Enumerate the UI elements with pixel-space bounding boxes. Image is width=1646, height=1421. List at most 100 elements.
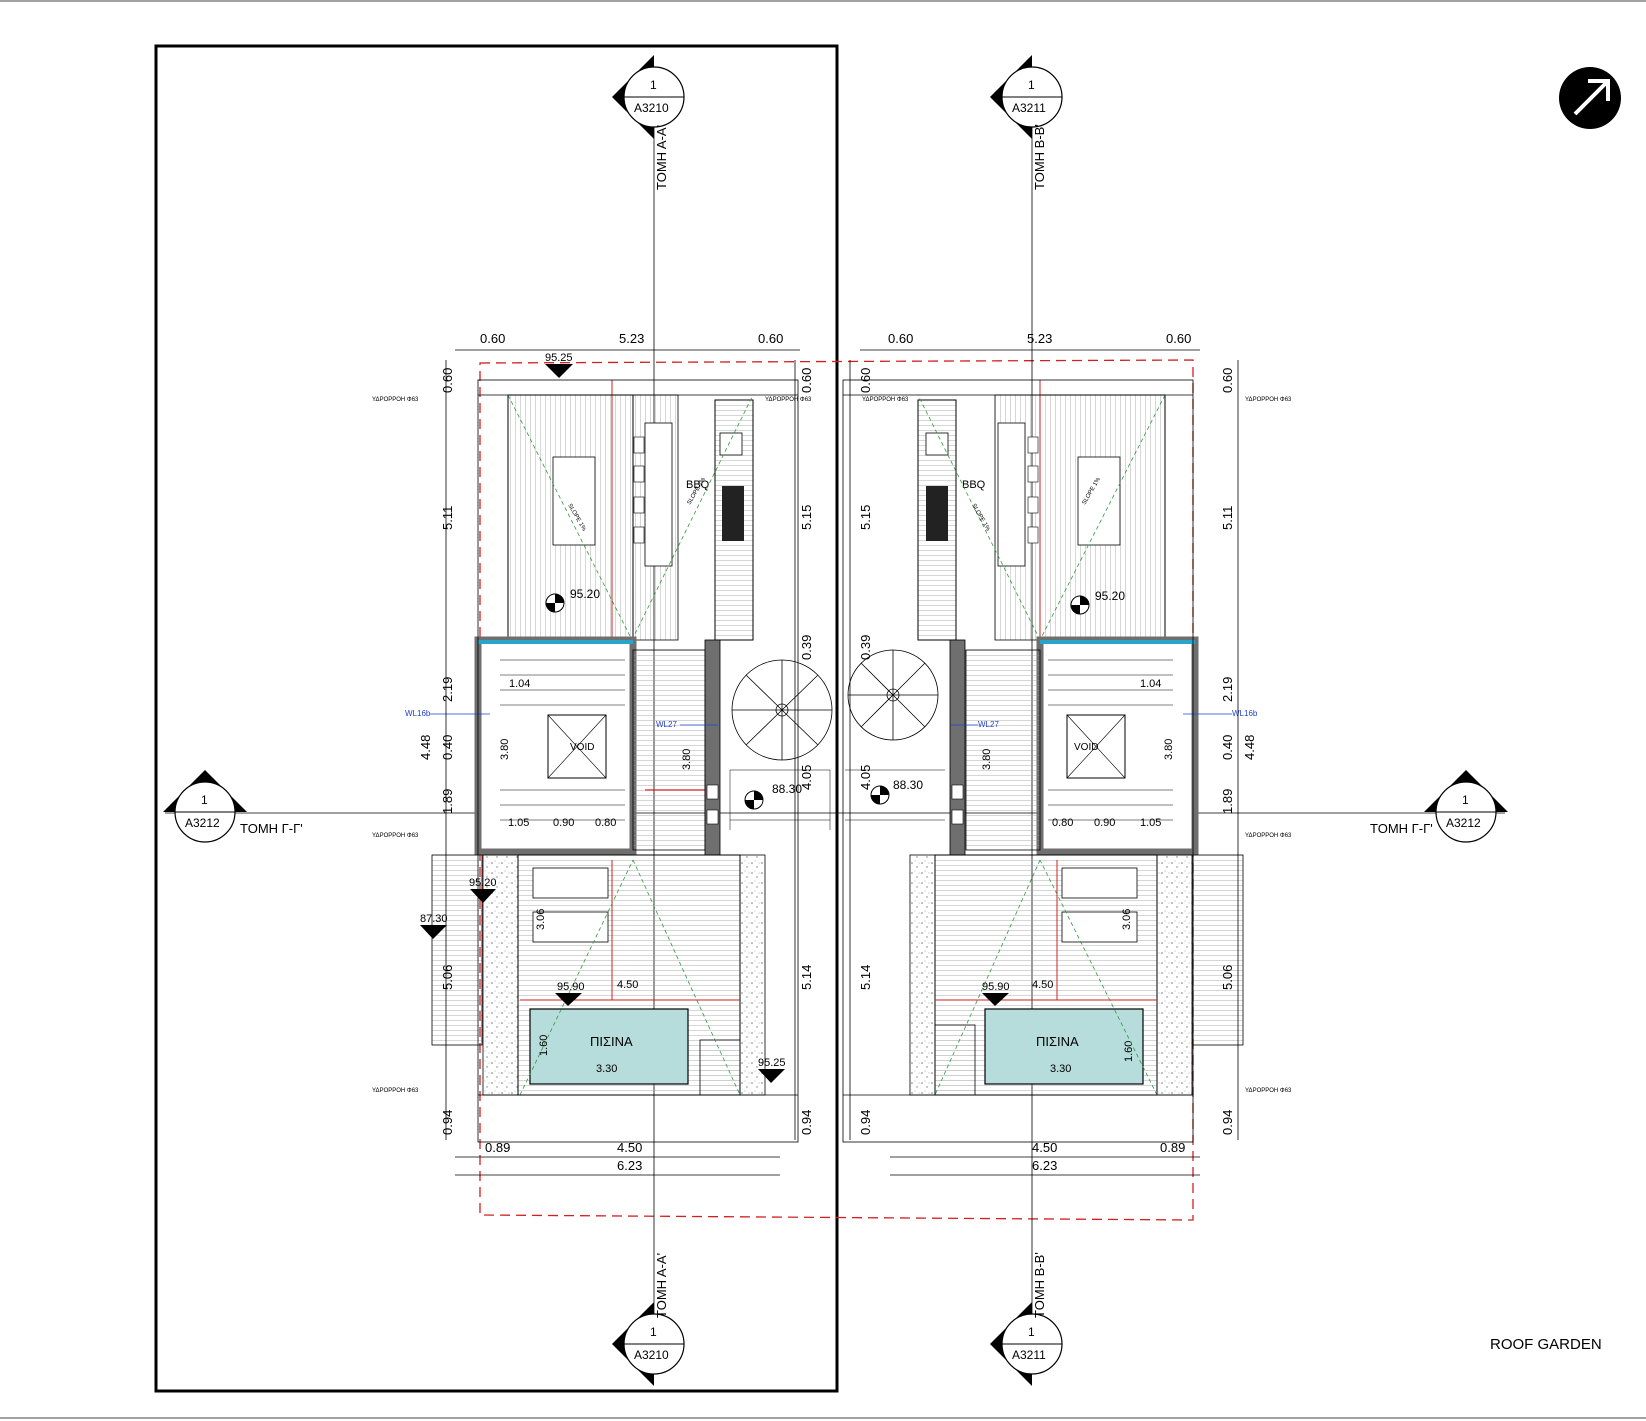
svg-text:1: 1 (650, 78, 657, 92)
right-gravel-strip-left (909, 854, 936, 1096)
left-level-9525-top: 95.25 (545, 352, 573, 364)
left-gutter-label-3: ΥΔΡΟΡΡΟΗ Φ63 (372, 833, 419, 839)
left-pool-dim-2: 4.50 (617, 979, 638, 991)
left-side-stair (431, 854, 483, 1046)
svg-text:5.15: 5.15 (858, 505, 873, 530)
section-mark-a-bottom[interactable]: 1 A3210 (612, 1302, 685, 1386)
right-lounger-1 (1061, 867, 1138, 899)
section-mark-b-bottom[interactable]: 1 A3211 (990, 1302, 1063, 1386)
svg-text:0.60: 0.60 (858, 368, 873, 393)
svg-text:0.94: 0.94 (799, 1110, 814, 1135)
svg-text:4.48: 4.48 (1242, 735, 1257, 760)
left-level-9525-bottom: 95.25 (758, 1057, 786, 1069)
left-chairs (633, 436, 645, 544)
section-mark-a-top[interactable]: 1 A3210 (612, 55, 685, 139)
left-dining-table (644, 422, 673, 567)
left-level-9520: 95.20 (570, 587, 600, 601)
left-gutter-label-1: ΥΔΡΟΡΡΟΗ Φ63 (372, 397, 419, 403)
svg-text:0.60: 0.60 (1166, 331, 1191, 346)
left-level-9590: 95.90 (557, 981, 585, 993)
right-gutter-label-2: ΥΔΡΟΡΡΟΗ Φ63 (1245, 397, 1292, 403)
left-sink (719, 432, 743, 456)
north-arrow-icon (1559, 67, 1621, 129)
svg-text:4.05: 4.05 (858, 765, 873, 790)
right-corridor (965, 649, 1041, 851)
svg-text:A3212: A3212 (185, 816, 220, 830)
right-stair-dim-3: 3.80 (981, 749, 993, 770)
right-pool-dim-1: 3.06 (1121, 909, 1133, 930)
right-lounge-bed (1077, 456, 1121, 546)
svg-text:0.39: 0.39 (858, 635, 873, 660)
svg-text:0.94: 0.94 (858, 1110, 873, 1135)
svg-text:0.60: 0.60 (888, 331, 913, 346)
svg-text:A3210: A3210 (634, 101, 669, 115)
svg-text:5.23: 5.23 (1027, 331, 1052, 346)
svg-text:1.89: 1.89 (440, 789, 455, 814)
left-pool-dim-3: 1.60 (538, 1035, 550, 1056)
section-label-c-left: ΤΟΜΗ Γ-Γ' (240, 821, 303, 836)
right-level-8830: 88.30 (893, 778, 923, 792)
svg-text:A3210: A3210 (634, 1348, 669, 1362)
section-mark-c-left[interactable]: 1 A3212 (163, 770, 247, 843)
level-marker-icon (1070, 595, 1090, 615)
left-wall-tag-2: WL27 (656, 720, 677, 729)
right-stair-dim-2: 3.80 (1163, 739, 1175, 760)
svg-text:6.23: 6.23 (1032, 1158, 1057, 1173)
right-level-9520: 95.20 (1095, 589, 1125, 603)
left-corridor (632, 649, 706, 851)
right-gutter-label-4: ΥΔΡΟΡΡΟΗ Φ63 (1245, 1088, 1292, 1094)
svg-text:A3211: A3211 (1012, 1348, 1046, 1362)
level-marker-icon (545, 593, 565, 613)
left-bbq-label: BBQ (686, 479, 710, 491)
svg-text:0.40: 0.40 (1220, 735, 1235, 760)
left-stair-dim-3: 3.80 (681, 749, 693, 770)
left-wall-tag-1: WL16b (405, 709, 431, 718)
right-spiral-stair (847, 649, 939, 741)
right-pool-steps (934, 1024, 976, 1096)
plot-boundary (154, 44, 839, 1393)
svg-text:0.39: 0.39 (799, 635, 814, 660)
left-stair-dim-6: 0.80 (595, 817, 616, 829)
left-level-8730: 87.30 (420, 913, 448, 925)
left-pool-label: ΠΙΣΙΝΑ (590, 1034, 633, 1049)
svg-text:5.23: 5.23 (619, 331, 644, 346)
left-stair-dim-5: 0.90 (553, 817, 574, 829)
svg-text:5.14: 5.14 (858, 965, 873, 990)
left-pool-steps (699, 1039, 741, 1096)
right-bbq-grill (926, 486, 948, 541)
section-mark-c-right[interactable]: 1 A3212 (1424, 770, 1508, 843)
left-lounge-bed (552, 456, 596, 546)
level-triangle-icon (982, 993, 1009, 1006)
left-stair-dim-2: 3.80 (499, 739, 511, 760)
level-triangle-icon (555, 993, 582, 1006)
right-pool-dim-2: 4.50 (1032, 979, 1053, 991)
svg-text:0.60: 0.60 (1220, 368, 1235, 393)
section-label-a-top: ΤΟΜΗ Α-Α' (654, 125, 669, 190)
right-wall-tag-1: WL16b (1232, 709, 1258, 718)
left-bbq-grill (722, 486, 744, 541)
right-gutter-label-1: ΥΔΡΟΡΡΟΗ Φ63 (862, 397, 909, 403)
svg-text:A3211: A3211 (1012, 101, 1046, 115)
svg-text:5.11: 5.11 (440, 506, 455, 530)
section-label-b-top: ΤΟΜΗ Β-Β' (1032, 124, 1047, 190)
level-marker-icon (870, 785, 890, 805)
svg-text:0.60: 0.60 (480, 331, 505, 346)
svg-text:5.15: 5.15 (799, 505, 814, 530)
section-mark-b-top[interactable]: 1 A3211 (990, 55, 1063, 139)
svg-text:0.40: 0.40 (440, 735, 455, 760)
svg-text:4.50: 4.50 (1032, 1140, 1057, 1155)
svg-text:4.48: 4.48 (418, 735, 433, 760)
svg-text:1: 1 (1028, 1325, 1035, 1339)
right-level-9590: 95.90 (982, 981, 1010, 993)
right-lounger-2 (1061, 911, 1138, 943)
drawing-title: ROOF GARDEN (1490, 1336, 1602, 1353)
level-triangle-icon (758, 1069, 785, 1083)
right-chairs (1027, 436, 1039, 544)
right-stair-dim-1: 1.04 (1140, 678, 1161, 690)
svg-text:6.23: 6.23 (617, 1158, 642, 1173)
left-dimensions: 0.60 5.23 0.60 0.60 5.11 2.19 4.48 0.40 … (418, 331, 814, 1176)
left-spiral-stair (731, 659, 833, 761)
left-pool-dim-4: 3.30 (596, 1063, 617, 1075)
